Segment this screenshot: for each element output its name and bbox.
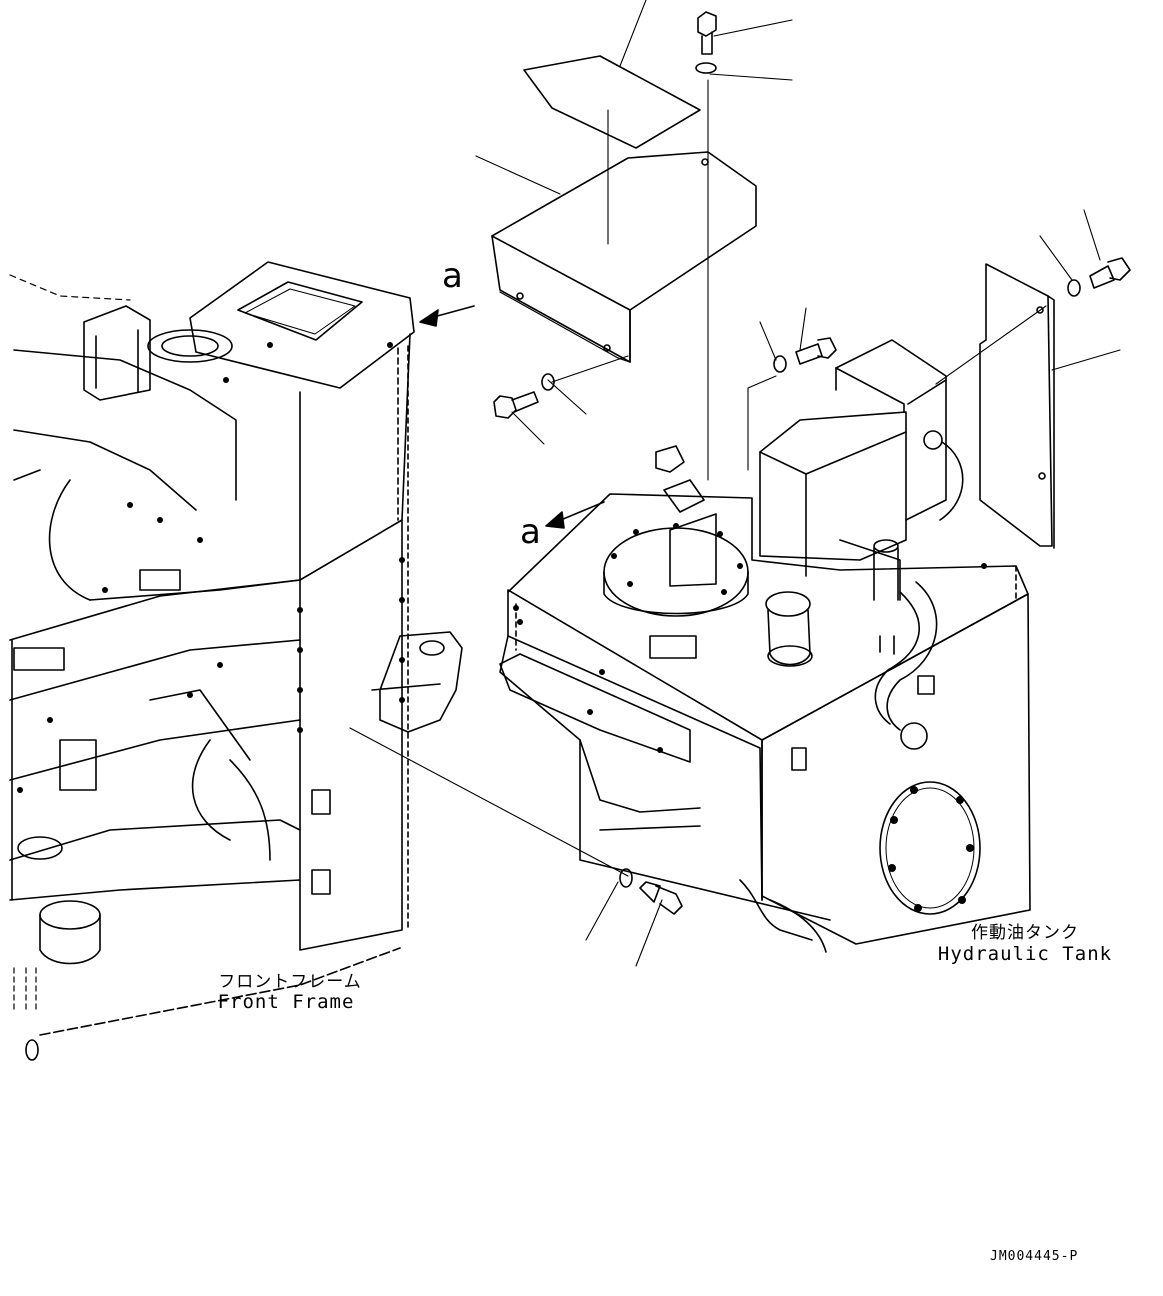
drawing-code: JM004445-P (990, 1249, 1079, 1264)
bolt-bottom (639, 881, 683, 915)
front-frame-label-jp: フロントフレーム (218, 972, 362, 992)
view-marker-a-top: a (442, 256, 463, 296)
view-arrow-top (419, 305, 475, 327)
washer-right (1067, 279, 1081, 297)
bolt-top (697, 11, 717, 55)
washer-bottom (619, 868, 633, 888)
hydraulic-tank-label-en: Hydraulic Tank (937, 943, 1113, 965)
front-frame (9, 261, 463, 1061)
hydraulic-tank-label-jp: 作動油タンク (971, 923, 1079, 943)
view-marker-a-middle: a (520, 512, 541, 552)
front-frame-label-en: Front Frame (217, 991, 355, 1013)
mounting-leader (349, 727, 629, 877)
bolt-right (1089, 257, 1131, 289)
washer-left (541, 373, 555, 391)
leader-lines-top (475, 0, 1121, 967)
bolt-left (493, 391, 539, 419)
side-guard (979, 263, 1055, 549)
view-arrow-middle (545, 501, 605, 529)
washer-mid (773, 355, 787, 373)
hydraulic-tank (499, 339, 1031, 953)
bolt-mid (795, 337, 837, 365)
washer-top (695, 62, 717, 74)
tank-top-cover (491, 55, 757, 363)
